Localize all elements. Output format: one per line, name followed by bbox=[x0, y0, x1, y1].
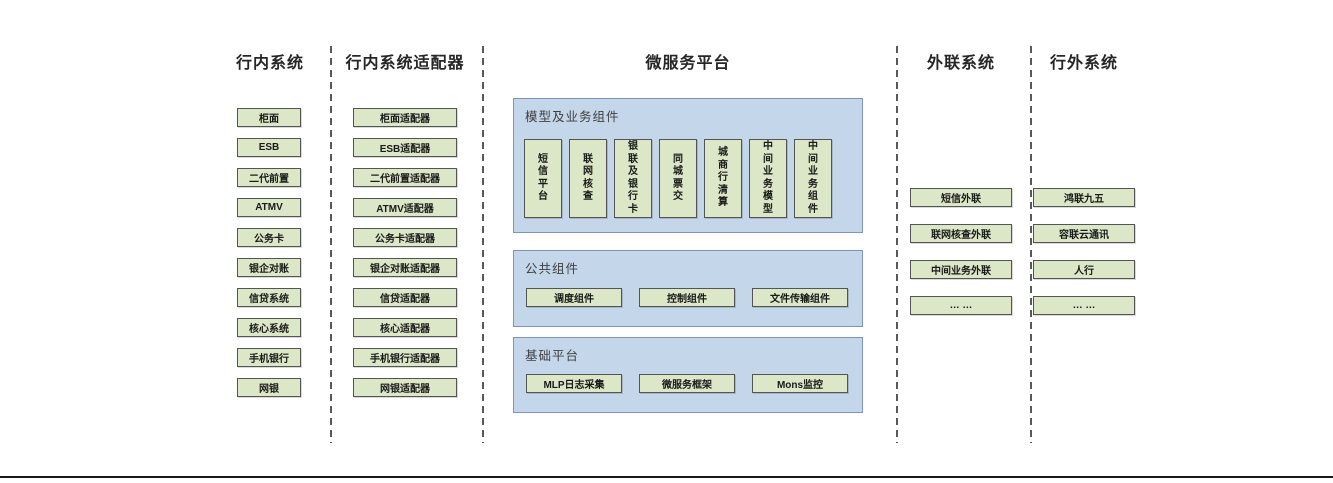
panel-title: 公共组件 bbox=[525, 262, 580, 276]
component-label: 同城票交 bbox=[673, 153, 683, 203]
component-box: 同城票交 bbox=[659, 139, 697, 218]
bottom-divider bbox=[0, 476, 1333, 478]
adapter-box: ATMV适配器 bbox=[353, 198, 457, 217]
component-label: 银联及银行卡 bbox=[628, 141, 638, 215]
system-box: 网银 bbox=[237, 378, 301, 397]
column-separator bbox=[482, 46, 484, 443]
system-box: 公务卡 bbox=[237, 228, 301, 247]
system-box: 联网核查外联 bbox=[910, 224, 1012, 243]
column-separator bbox=[330, 46, 332, 443]
component-label: 城商行清算 bbox=[718, 147, 728, 209]
outside-systems-column: 鸿联九五 容联云通讯 人行 … … bbox=[1033, 188, 1135, 315]
component-box: 短信平台 bbox=[524, 139, 562, 218]
adapter-box: ESB适配器 bbox=[353, 138, 457, 157]
column-header-external-link-systems: 外联系统 bbox=[926, 55, 995, 72]
component-box: 银联及银行卡 bbox=[614, 139, 652, 218]
internal-adapters-column: 柜面适配器 ESB适配器 二代前置适配器 ATMV适配器 公务卡适配器 银企对账… bbox=[353, 108, 457, 397]
system-box: 短信外联 bbox=[910, 188, 1012, 207]
component-label: 中间业务组件 bbox=[808, 141, 818, 215]
component-box: 微服务框架 bbox=[639, 374, 735, 393]
internal-systems-column: 柜面 ESB 二代前置 ATMV 公务卡 银企对账 信贷系统 核心系统 手机银行… bbox=[237, 108, 301, 397]
system-box: ATMV bbox=[237, 198, 301, 217]
system-box: 信贷系统 bbox=[237, 288, 301, 307]
adapter-box: 银企对账适配器 bbox=[353, 258, 457, 277]
external-link-systems-column: 短信外联 联网核查外联 中间业务外联 … … bbox=[910, 188, 1012, 315]
component-label: 联网核查 bbox=[583, 153, 593, 203]
system-box: 核心系统 bbox=[237, 318, 301, 337]
panel-title: 基础平台 bbox=[525, 349, 580, 363]
panel-common-components: 公共组件 调度组件 控制组件 文件传输组件 bbox=[513, 250, 863, 327]
component-box: 城商行清算 bbox=[704, 139, 742, 218]
adapter-box: 网银适配器 bbox=[353, 378, 457, 397]
component-box: Mons监控 bbox=[752, 374, 848, 393]
column-header-outside-systems: 行外系统 bbox=[1049, 55, 1118, 72]
column-header-microservice-platform: 微服务平台 bbox=[645, 55, 731, 72]
component-label: 中间业务模型 bbox=[763, 141, 773, 215]
system-box: 鸿联九五 bbox=[1033, 188, 1135, 207]
system-box: 手机银行 bbox=[237, 348, 301, 367]
system-box: … … bbox=[1033, 296, 1135, 315]
component-box: 文件传输组件 bbox=[752, 288, 848, 307]
column-header-internal-adapters: 行内系统适配器 bbox=[345, 55, 465, 72]
system-box: … … bbox=[910, 296, 1012, 315]
component-box: 控制组件 bbox=[639, 288, 735, 307]
column-header-internal-systems: 行内系统 bbox=[235, 55, 304, 72]
component-label: 短信平台 bbox=[538, 153, 548, 203]
system-box: 银企对账 bbox=[237, 258, 301, 277]
system-box: 二代前置 bbox=[237, 168, 301, 187]
component-box: 联网核查 bbox=[569, 139, 607, 218]
adapter-box: 核心适配器 bbox=[353, 318, 457, 337]
system-box: 柜面 bbox=[237, 108, 301, 127]
panel-base-platform: 基础平台 MLP日志采集 微服务框架 Mons监控 bbox=[513, 337, 863, 413]
adapter-box: 公务卡适配器 bbox=[353, 228, 457, 247]
system-box: ESB bbox=[237, 138, 301, 157]
component-row: MLP日志采集 微服务框架 Mons监控 bbox=[526, 374, 848, 393]
component-box: 调度组件 bbox=[526, 288, 622, 307]
system-box: 人行 bbox=[1033, 260, 1135, 279]
component-box: MLP日志采集 bbox=[526, 374, 622, 393]
panel-title: 模型及业务组件 bbox=[525, 110, 620, 124]
adapter-box: 信贷适配器 bbox=[353, 288, 457, 307]
component-row: 调度组件 控制组件 文件传输组件 bbox=[526, 288, 848, 307]
component-box: 中间业务模型 bbox=[749, 139, 787, 218]
adapter-box: 二代前置适配器 bbox=[353, 168, 457, 187]
component-box: 中间业务组件 bbox=[794, 139, 832, 218]
adapter-box: 柜面适配器 bbox=[353, 108, 457, 127]
adapter-box: 手机银行适配器 bbox=[353, 348, 457, 367]
column-separator bbox=[896, 46, 898, 443]
column-separator bbox=[1030, 46, 1032, 443]
system-box: 容联云通讯 bbox=[1033, 224, 1135, 243]
system-box: 中间业务外联 bbox=[910, 260, 1012, 279]
panel-model-business-components: 模型及业务组件 短信平台 联网核查 银联及银行卡 同城票交 城商行清算 中间业务… bbox=[513, 98, 863, 233]
vertical-component-row: 短信平台 联网核查 银联及银行卡 同城票交 城商行清算 中间业务模型 中间业务组… bbox=[524, 139, 832, 218]
